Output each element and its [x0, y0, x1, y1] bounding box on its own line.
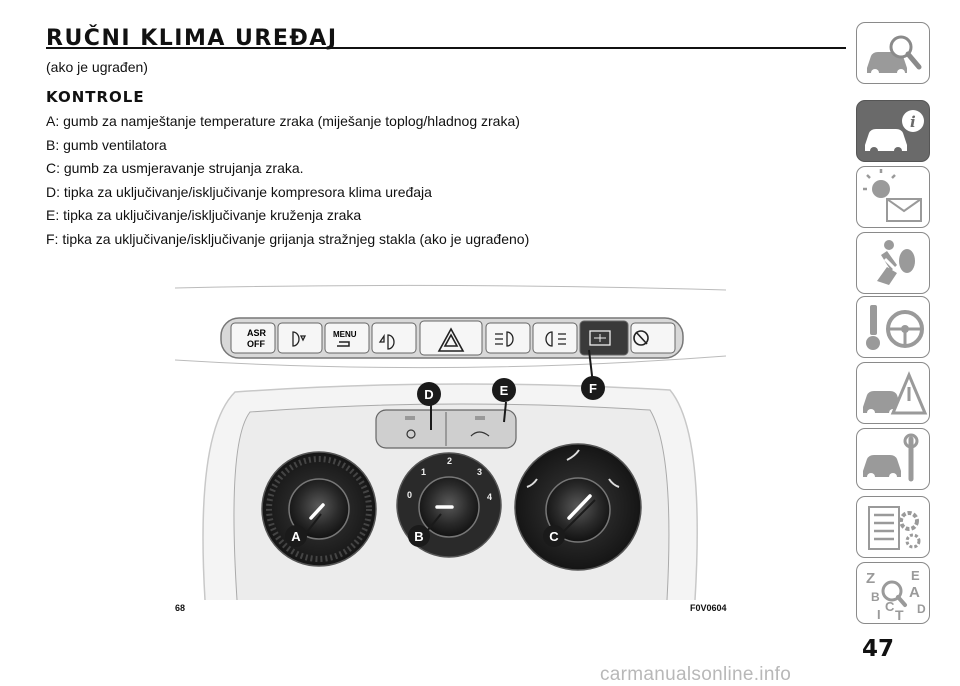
- car-search-icon: [867, 35, 922, 77]
- index-letter-c: C: [885, 599, 895, 614]
- tab-safety[interactable]: [856, 232, 930, 294]
- tab-emergency[interactable]: [856, 362, 930, 424]
- control-b-description: B: gumb ventilatora: [46, 136, 167, 153]
- warning-light-message-icon: [863, 169, 922, 222]
- climate-panel-figure: ASR OFF MENU 0 1 2: [174, 282, 727, 601]
- figure-number: 68: [175, 603, 186, 613]
- tab-car-search[interactable]: [856, 22, 930, 84]
- callout-d: D: [424, 387, 433, 402]
- index-letter-a: A: [909, 584, 920, 601]
- svg-text:i: i: [910, 113, 916, 131]
- section-title: KONTROLE: [46, 88, 145, 106]
- control-a-description: A: gumb za namještanje temperature zraka…: [46, 113, 520, 129]
- control-c-description: C: gumb za usmjeravanje strujanja zraka.: [46, 160, 304, 176]
- index-letter-t: T: [895, 607, 904, 623]
- car-warning-triangle-icon: [863, 371, 928, 417]
- air-direction-knob: [514, 443, 642, 571]
- index-letter-e: E: [911, 568, 920, 583]
- tab-starting-driving[interactable]: [856, 296, 930, 358]
- title-rule: [46, 47, 846, 49]
- callout-e: E: [500, 383, 509, 398]
- control-f-description: F: tipka za uključivanje/isključivanje g…: [46, 230, 530, 247]
- index-letter-b: B: [871, 590, 880, 604]
- watermark: carmanualsonline.info: [600, 664, 792, 685]
- menu-label: MENU: [333, 330, 357, 339]
- controls-list: A: gumb za namještanje temperature zraka…: [46, 112, 529, 253]
- alphabetical-index-icon: Z E A B C D T I: [866, 568, 926, 623]
- fan-speed-1: 1: [421, 467, 426, 477]
- technical-data-list-icon: [868, 506, 921, 550]
- callout-c: C: [549, 529, 559, 544]
- control-e-description: E: tipka za uključivanje/isključivanje k…: [46, 207, 362, 223]
- asr-label-bottom: OFF: [247, 339, 265, 349]
- fan-speed-3: 3: [477, 467, 482, 477]
- tab-maintenance[interactable]: [856, 428, 930, 490]
- tab-warning-lights[interactable]: [856, 166, 930, 228]
- callout-b: B: [414, 529, 423, 544]
- fan-speed-2: 2: [447, 456, 452, 466]
- tab-alphabetical-index[interactable]: Z E A B C D T I: [856, 562, 930, 624]
- seat-airbag-icon: [877, 240, 915, 285]
- page-title: RUČNI KLIMA UREĐAJ: [46, 26, 338, 51]
- asr-label-top: ASR: [247, 328, 267, 338]
- tab-car-info[interactable]: i: [856, 100, 930, 162]
- figure-code: F0V0604: [690, 603, 727, 613]
- subtitle: (ako je ugrađen): [46, 59, 148, 75]
- index-letter-d: D: [917, 602, 926, 616]
- steering-wheel-key-icon: [866, 305, 924, 350]
- callout-a: A: [291, 529, 301, 544]
- car-info-icon: i: [865, 110, 924, 155]
- tab-technical-data[interactable]: [856, 496, 930, 558]
- index-letter-z: Z: [866, 570, 875, 587]
- car-service-tools-icon: [863, 433, 919, 482]
- callout-f: F: [589, 381, 597, 396]
- index-letter-i: I: [877, 607, 881, 622]
- temperature-knob: [261, 451, 377, 567]
- fan-speed-4: 4: [487, 492, 492, 502]
- fan-speed-0: 0: [407, 490, 412, 500]
- page-number: 47: [862, 636, 895, 662]
- control-d-description: D: tipka za uključivanje/isključivanje k…: [46, 183, 432, 200]
